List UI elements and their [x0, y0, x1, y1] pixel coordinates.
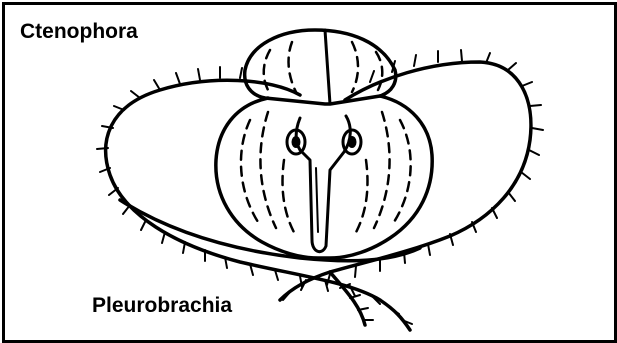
tentacle-left [106, 80, 410, 330]
comb-rows [241, 42, 411, 236]
tentacle-right [280, 62, 531, 300]
body [216, 30, 432, 258]
apical-cap-split [325, 30, 330, 104]
tentilla [97, 50, 543, 324]
tentacle-lower-strand [120, 200, 420, 261]
tentacle-tail [330, 272, 365, 325]
apical-cap [245, 30, 396, 104]
